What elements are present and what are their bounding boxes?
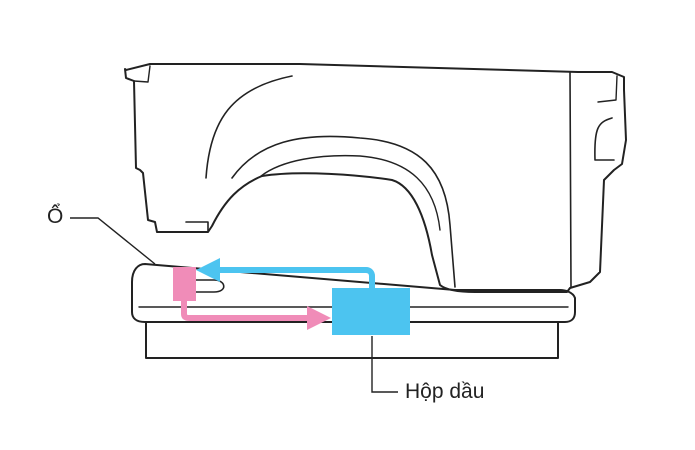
oil-return-arrowhead (196, 258, 220, 282)
machine-arch-inner (205, 75, 293, 179)
machine-underarm-contour (231, 135, 456, 288)
oil-supply-arrowhead (307, 306, 331, 330)
hook-leader-line (70, 217, 156, 265)
hook-marker (173, 267, 196, 301)
machine-bed-top (131, 263, 576, 323)
machine-bed-base (145, 321, 559, 359)
oil-box-leader-line (371, 336, 398, 393)
oil-return-arrow-path (214, 267, 375, 288)
needle-plate-slot (177, 279, 225, 293)
machine-rightend-panel (597, 75, 618, 103)
machine-body-outline (124, 63, 627, 293)
sewing-machine-outline (124, 63, 627, 359)
oil-box (332, 288, 410, 335)
machine-rightend-line (569, 71, 572, 288)
oil-supply-arrow-path (181, 298, 312, 321)
machine-needle-foot (185, 221, 209, 233)
machine-rightend-knob (594, 117, 615, 161)
hook-label: Ổ (47, 205, 64, 228)
oil-box-label: Hộp dầu (405, 380, 485, 403)
machine-head-edge (133, 65, 151, 83)
machine-underarm-inner (260, 154, 441, 231)
